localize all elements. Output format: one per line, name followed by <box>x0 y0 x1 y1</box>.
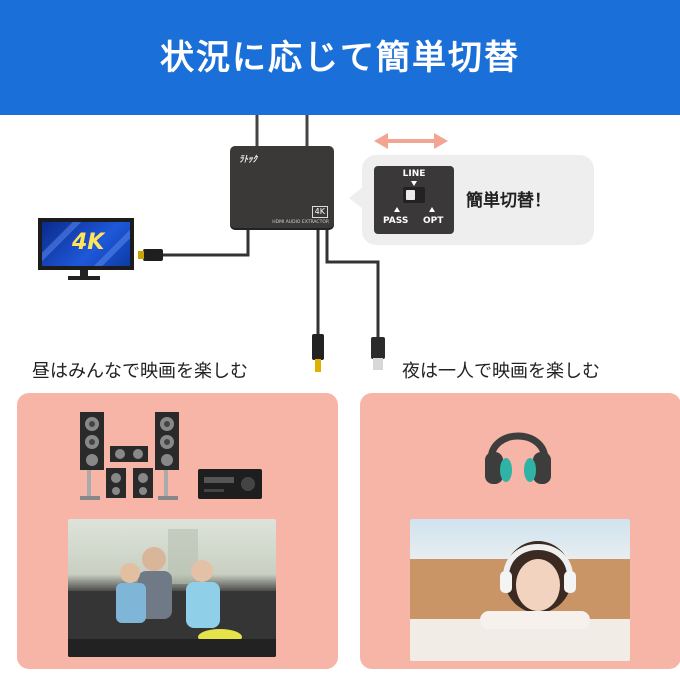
line-cable <box>325 228 380 338</box>
switch-pass-label: PASS <box>383 216 409 226</box>
family-photo <box>68 519 276 657</box>
hdmi-plug <box>143 249 163 261</box>
speaker-system-illustration <box>80 412 179 500</box>
optical-plug-tip <box>315 359 321 372</box>
bubble-tail <box>349 187 363 209</box>
device-label: HDMI AUDIO EXTRACTOR <box>272 220 329 225</box>
switch-slot <box>403 187 425 203</box>
double-arrow-right-head <box>434 133 448 149</box>
girl-with-headphones-photo <box>410 519 630 661</box>
triangle-up-icon <box>394 207 400 212</box>
monitor-4k-text: 4K <box>72 230 105 255</box>
double-arrow-left-head <box>374 133 388 149</box>
hdmi-cable <box>160 228 250 257</box>
output-switch: LINE PASS OPT <box>374 166 454 234</box>
section-label-day: 昼はみんなで映画を楽しむ <box>32 361 248 382</box>
monitor-neck <box>80 270 88 277</box>
monitor-base <box>68 276 100 280</box>
section-label-night: 夜は一人で映画を楽しむ <box>402 361 600 382</box>
banner-title: 状況に応じて簡単切替 <box>160 38 520 78</box>
screen-stripes <box>42 222 130 266</box>
device-logo: ﾗﾄｯｸ <box>239 155 258 165</box>
receiver-details <box>204 477 255 492</box>
switch-opt-label: OPT <box>423 216 444 226</box>
family-photo-illustration <box>68 529 276 657</box>
triangle-up-icon <box>429 207 435 212</box>
monitor-screen: 4K <box>42 222 130 266</box>
line-plug <box>371 337 385 359</box>
device-4k-badge: 4K <box>311 206 328 218</box>
switch-knob <box>406 190 415 200</box>
hdmi-plug-tip <box>138 251 144 259</box>
optical-plug <box>312 334 324 360</box>
line-plug-tip <box>373 358 383 370</box>
girl-photo-illustration <box>410 541 630 661</box>
hdmi-audio-extractor: ﾗﾄｯｸ 4K HDMI AUDIO EXTRACTOR <box>230 146 334 228</box>
header-banner: 状況に応じて簡単切替 <box>0 0 680 115</box>
headphones-icon <box>485 432 551 484</box>
triangle-down-icon <box>411 181 417 186</box>
monitor: 4K <box>38 218 134 270</box>
av-receiver <box>198 469 262 499</box>
bubble-text: 簡単切替！ <box>466 191 551 211</box>
switch-line-label: LINE <box>402 169 426 179</box>
